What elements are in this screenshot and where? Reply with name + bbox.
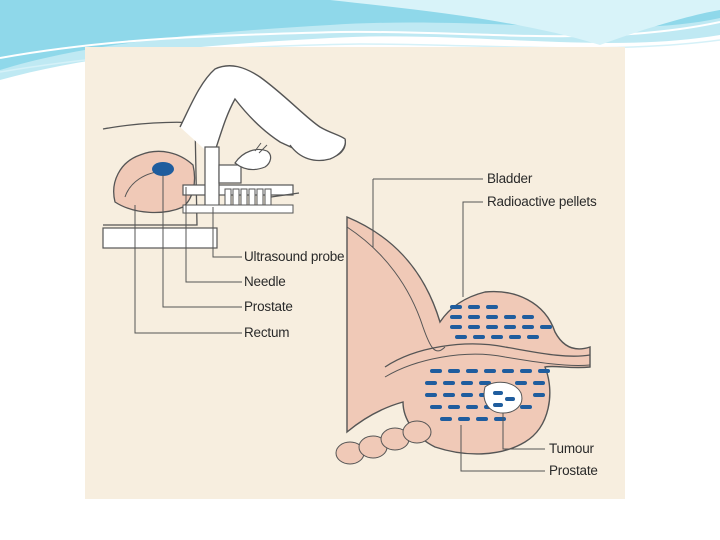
brachytherapy-illustration: [102, 65, 591, 472]
label-prostate-left: Prostate: [244, 299, 293, 314]
label-radioactive-pellets: Radioactive pellets: [487, 194, 597, 209]
label-rectum: Rectum: [244, 325, 290, 340]
label-tumour: Tumour: [549, 441, 594, 456]
right-leader-lines: [372, 178, 545, 472]
label-bladder: Bladder: [487, 171, 533, 186]
left-leader-lines: [134, 175, 242, 334]
cross-section: [335, 215, 591, 465]
diagram-panel: Ultrasound probe Needle Prostate Rectum …: [85, 47, 625, 499]
label-needle: Needle: [244, 274, 286, 289]
label-prostate-right: Prostate: [549, 463, 598, 478]
label-ultrasound-probe: Ultrasound probe: [244, 249, 345, 264]
patient-figure: [102, 65, 347, 249]
ultrasound-probe-apparatus: [182, 142, 300, 214]
